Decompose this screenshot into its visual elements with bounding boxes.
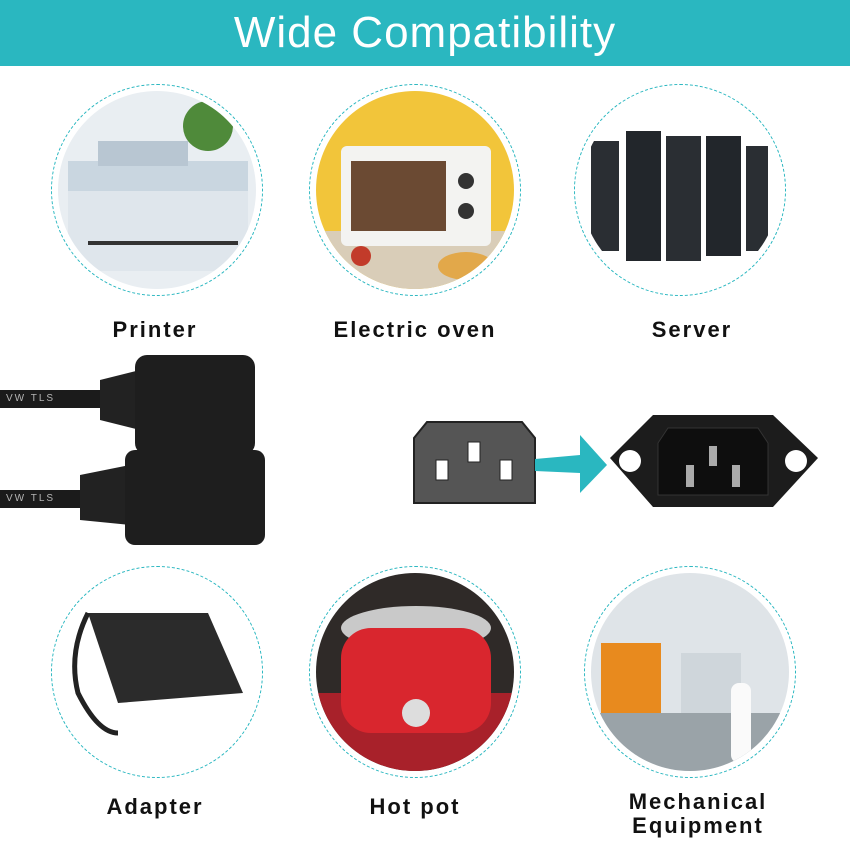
cable-print-upper: VW TLS <box>6 393 56 404</box>
factory-circle <box>584 566 796 778</box>
adapter-image <box>58 573 256 771</box>
cable-print-lower: VW TLS <box>6 493 56 504</box>
label-electric-oven: Electric oven <box>333 317 497 342</box>
label-mechanical-equipment: Mechanical Equipment <box>568 790 828 838</box>
factory-image <box>591 573 789 771</box>
page-title: Wide Compatibility <box>233 8 617 57</box>
printer-image <box>58 91 256 289</box>
label-line-1: Mechanical <box>628 789 768 814</box>
power-cable-image <box>0 355 265 545</box>
label-server: Server <box>651 317 733 342</box>
server-circle <box>574 84 786 296</box>
label-printer: Printer <box>112 317 198 342</box>
hot-pot-circle <box>309 566 521 778</box>
adapter-circle <box>51 566 263 778</box>
oven-image <box>316 91 514 289</box>
oven-circle <box>309 84 521 296</box>
label-line-2: Equipment <box>632 813 764 838</box>
printer-circle <box>51 84 263 296</box>
hot-pot-image <box>316 573 514 771</box>
c14-socket-image <box>610 415 818 507</box>
label-adapter: Adapter <box>106 794 204 819</box>
label-hot-pot: Hot pot <box>369 794 461 819</box>
header-banner: Wide Compatibility <box>0 0 850 66</box>
server-image <box>581 91 779 289</box>
c13-connector-shape <box>413 421 536 504</box>
arrow-icon <box>535 435 607 493</box>
